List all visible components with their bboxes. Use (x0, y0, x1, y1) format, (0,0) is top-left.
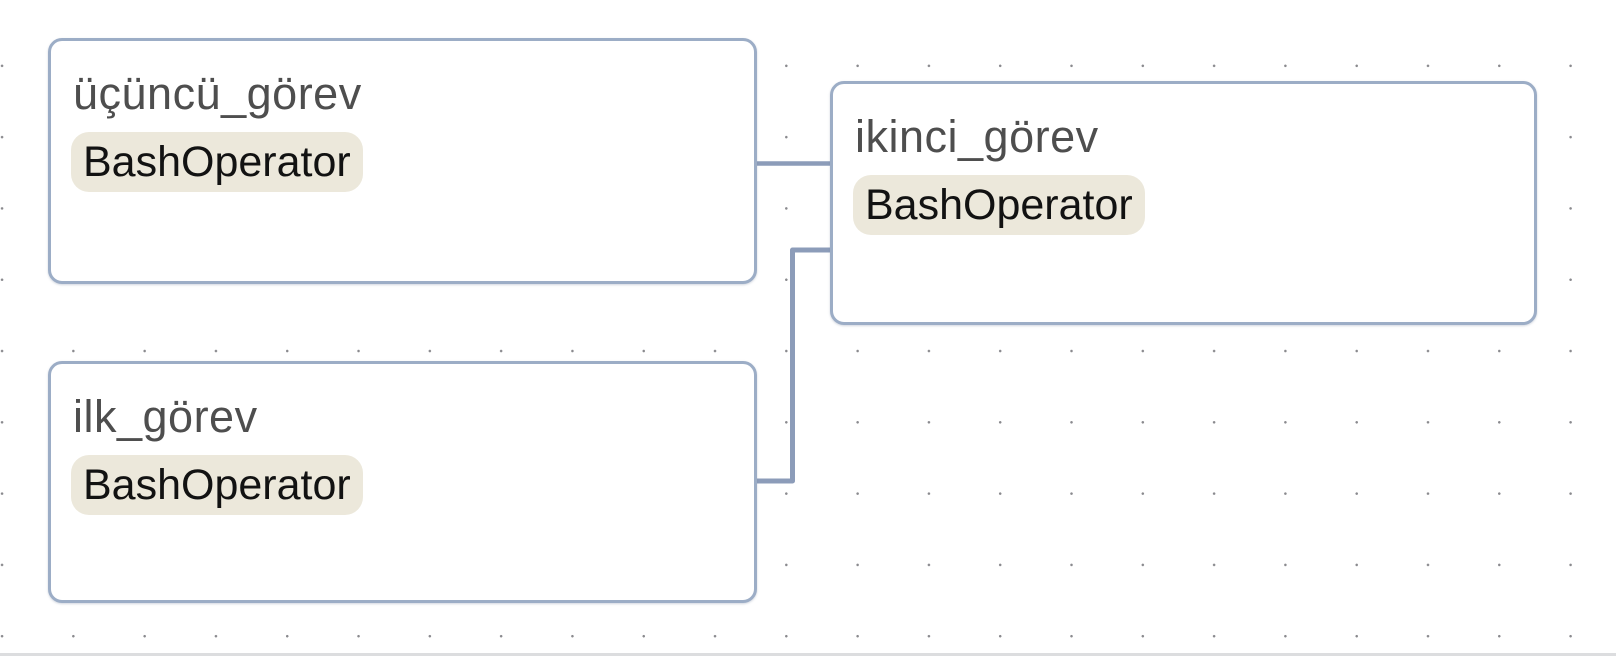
dag-node-ucuncu-gorev[interactable]: üçüncü_görev BashOperator (48, 38, 757, 284)
task-title: üçüncü_görev (73, 68, 362, 119)
task-title: ikinci_görev (855, 111, 1099, 162)
operator-badge: BashOperator (853, 175, 1145, 235)
operator-badge: BashOperator (71, 132, 363, 192)
dag-node-ilk-gorev[interactable]: ilk_görev BashOperator (48, 361, 757, 603)
dag-node-ikinci-gorev[interactable]: ikinci_görev BashOperator (830, 81, 1537, 325)
bottom-boundary-line (0, 653, 1616, 656)
task-title: ilk_görev (73, 391, 258, 442)
edge-ilk-to-ikinci (756, 247, 832, 484)
operator-badge: BashOperator (71, 455, 363, 515)
